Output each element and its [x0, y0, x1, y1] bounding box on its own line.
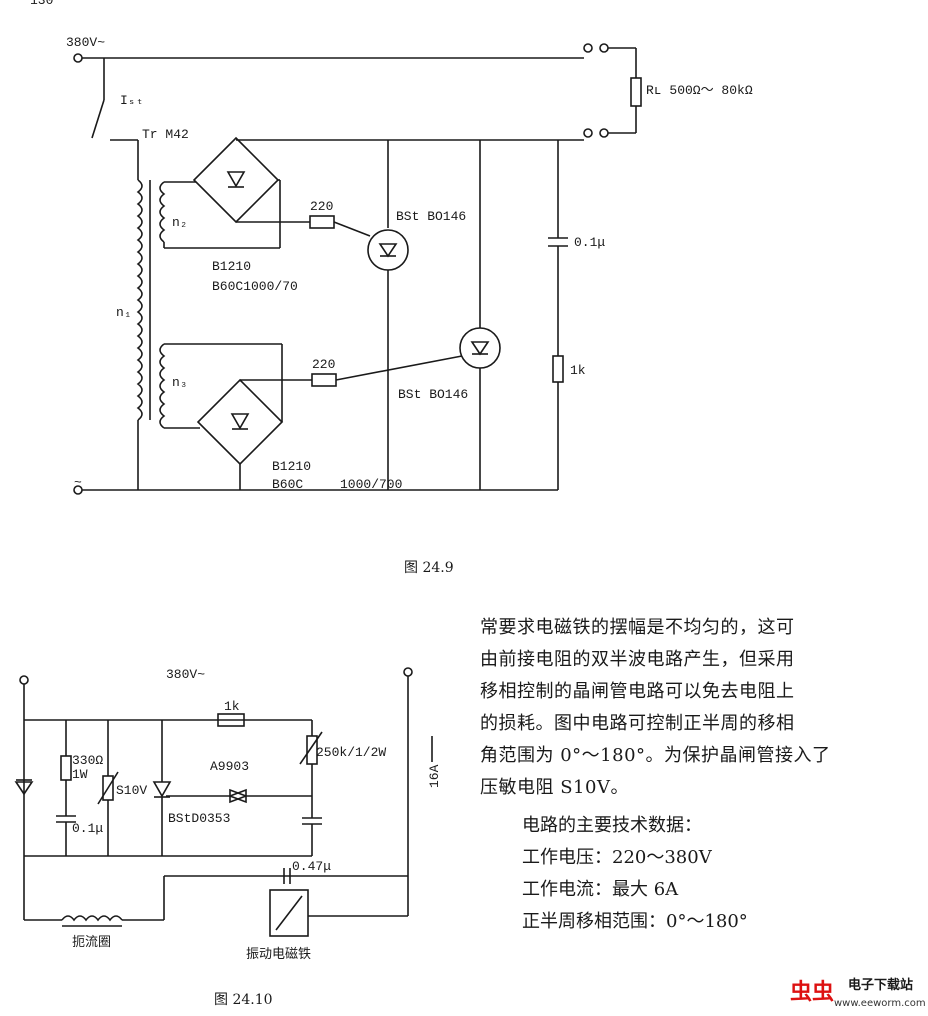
page-number: 130: [30, 0, 53, 8]
thyristor: [152, 781, 172, 798]
cap1-label: 0.1μ: [72, 821, 103, 836]
supply-label: 380V~: [66, 35, 105, 50]
bridge-bottom-a: B1210: [272, 459, 311, 474]
spec-item: 工作电压：220～380V: [522, 847, 712, 868]
ist-label: Iₛₜ: [120, 93, 143, 108]
choke-label: 扼流圈: [72, 935, 111, 950]
watermark-logo: 虫虫: [790, 980, 835, 1005]
diac: [229, 788, 249, 804]
diode: [14, 781, 34, 796]
paragraph-line: 的损耗。图中电路可控制正半周的移相: [480, 713, 795, 734]
body-paragraph: 常要求电磁铁的摆幅是不均匀的，这可 由前接电阻的双半波电路产生，但采用 移相控制…: [480, 612, 880, 804]
bridge-bottom-c: 1000/700: [340, 477, 402, 492]
paragraph-line: 压敏电阻 S10V。: [480, 777, 629, 798]
magnet-label: 振动电磁铁: [246, 947, 311, 962]
fuse-label: 16A: [427, 764, 442, 788]
choke-coil: [61, 915, 123, 922]
paragraph-line: 由前接电阻的双半波电路产生，但采用: [480, 649, 795, 670]
n2-label: n₂: [172, 215, 188, 230]
watermark: 虫虫 电子下载站 www.eeworm.com: [770, 968, 926, 1014]
varistor-label: S10V: [116, 783, 147, 798]
thyristor-top: [367, 229, 409, 271]
diac-label: A9903: [210, 759, 249, 774]
electromagnet: [269, 889, 309, 937]
watermark-url: www.eeworm.com: [834, 998, 926, 1009]
load-resistor: [630, 77, 642, 107]
r-top-label: 220: [310, 199, 333, 214]
fig2-supply-label: 380V~: [166, 667, 205, 682]
load-label: Rʟ 500Ω～ 80kΩ: [646, 83, 753, 98]
resistor-220-bottom: [311, 373, 337, 387]
bridge-bottom-b: B60C: [272, 477, 303, 492]
pot-label: 250k/1/2W: [316, 745, 386, 760]
terminal: [73, 53, 83, 63]
figure-24-10: 380V~ 330Ω 1W 0.1μ S10V BStD0353: [14, 667, 442, 1008]
resistor-1k: [552, 355, 564, 383]
bridge-top-b: B60C1000/70: [212, 279, 298, 294]
spec-title: 电路的主要技术数据：: [522, 815, 702, 836]
resistor-1k-fig2: [217, 713, 245, 727]
transformer-label: Tr M42: [142, 127, 189, 142]
paragraph-line: 角范围为 0°～180°。为保护晶闸管接入了: [480, 745, 831, 766]
paragraph-line: 移相控制的晶闸管电路可以免去电阻上: [480, 681, 795, 702]
r330-label: 330Ω: [72, 753, 103, 768]
spec-item: 正半周移相范围：0°～180°: [522, 911, 748, 932]
cap-label: 0.1μ: [574, 235, 605, 250]
resistor-330: [60, 755, 72, 781]
figure-caption-24-9: 图 24.9: [404, 560, 454, 576]
n1-label: n₁: [116, 305, 132, 320]
r-bottom-label: 220: [312, 357, 335, 372]
r1-label: 1k: [224, 699, 240, 714]
thyristor-bottom-label: BSt BO146: [398, 387, 468, 402]
spec-list: 电路的主要技术数据： 工作电压：220～380V 工作电流：最大 6A 正半周移…: [522, 810, 748, 938]
switch: [91, 99, 105, 139]
figure-caption-24-10: 图 24.10: [214, 992, 273, 1008]
bridge-top-a: B1210: [212, 259, 251, 274]
thyristor-top-label: BSt BO146: [396, 209, 466, 224]
bridge-rectifier-bottom: [196, 378, 284, 466]
ground-symbol: ~: [74, 475, 82, 490]
figure-24-9: 380V~ ~ Rʟ 500Ω～ 80kΩ Iₛₜ Tr M42 n₁ n₂: [66, 35, 753, 576]
primary-coil: [136, 179, 143, 421]
coil-n3: [159, 343, 166, 429]
bridge-rectifier-top: [192, 136, 280, 224]
paragraph-line: 常要求电磁铁的摆幅是不均匀的，这可: [480, 617, 795, 638]
n3-label: n₃: [172, 375, 188, 390]
thyristor-bottom: [459, 327, 501, 369]
r330w-label: 1W: [72, 767, 88, 782]
resistor-220-top: [309, 215, 335, 229]
coil-n2: [159, 181, 166, 243]
res-label: 1k: [570, 363, 586, 378]
watermark-name: 电子下载站: [848, 978, 914, 993]
cap2-label: 0.47μ: [292, 859, 331, 874]
spec-item: 工作电流：最大 6A: [522, 879, 679, 900]
thyristor-label: BStD0353: [168, 811, 230, 826]
